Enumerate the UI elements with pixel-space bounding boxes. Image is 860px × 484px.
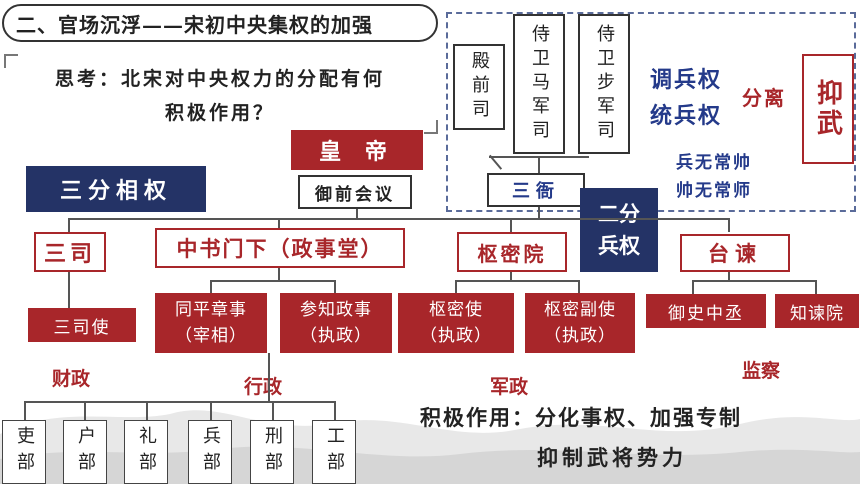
- tongping-zhangshi-box: 同平章事 （宰相）: [155, 293, 267, 353]
- connector: [728, 218, 730, 232]
- connector: [815, 280, 817, 294]
- connector: [510, 218, 512, 232]
- connector: [272, 401, 274, 423]
- domain-finance: 财政: [52, 368, 91, 390]
- connector: [538, 156, 540, 174]
- section-title: 二、官场沉浮——宋初中央集权的加强: [2, 4, 438, 42]
- connector: [210, 280, 212, 294]
- ministry-justice: 刑部: [250, 420, 294, 484]
- zhongshu-box: 中书门下（政事堂）: [155, 228, 405, 268]
- diao-bing-quan: 调兵权: [650, 67, 723, 93]
- question-text: 思考：北宋对中央权力的分配有何 积极作用？: [10, 62, 430, 130]
- conclusion-line-2: 抑制武将势力: [537, 445, 687, 470]
- emperor-box: 皇 帝: [291, 130, 423, 170]
- connector: [278, 218, 280, 232]
- yushi-zhongcheng-box: 御史中丞: [646, 294, 766, 328]
- sansi-shi-box: 三司使: [28, 308, 136, 342]
- question-line-1: 思考：北宋对中央权力的分配有何: [54, 68, 385, 90]
- connector: [538, 207, 540, 219]
- shiwei-bujun-box: 侍卫步军司: [578, 14, 630, 154]
- connector: [84, 401, 86, 423]
- sanya-box: 三衙: [487, 173, 585, 207]
- taijian-box: 台谏: [680, 234, 790, 272]
- ministry-revenue: 户部: [63, 420, 107, 484]
- shumi-yuan-box: 枢密院: [457, 232, 567, 272]
- connector: [692, 280, 816, 282]
- connector: [24, 401, 336, 403]
- imperial-council-box: 御前会议: [298, 175, 412, 209]
- connector: [455, 280, 457, 294]
- connector: [24, 401, 26, 423]
- conclusion-line-1: 积极作用：分化事权、加强专制: [420, 405, 742, 430]
- connector: [728, 272, 730, 280]
- connector: [455, 280, 579, 282]
- connector: [68, 218, 728, 220]
- connector: [268, 353, 270, 401]
- question-line-2: 积极作用？: [164, 102, 275, 124]
- shiwei-maju-box: 侍卫马军司: [513, 14, 565, 154]
- domain-supervision: 监察: [742, 360, 781, 382]
- connector: [356, 209, 358, 219]
- dianqian-si-box: 殿前司: [453, 44, 505, 130]
- shumi-fushi-box: 枢密副使 （执政）: [525, 293, 635, 353]
- bing-wu-chang-shuai: 兵无常帅: [676, 153, 752, 173]
- connector: [68, 218, 70, 232]
- three-divisions-label: 三分相权: [26, 166, 206, 212]
- yiwu-box: 抑武: [802, 54, 854, 164]
- domain-admin: 行政: [244, 376, 283, 398]
- connector: [510, 272, 512, 280]
- connector: [146, 401, 148, 423]
- ministry-rites: 礼部: [124, 420, 168, 484]
- dual-military-label: 二分 兵权: [580, 188, 658, 272]
- domain-military: 军政: [490, 376, 529, 398]
- connector: [334, 280, 336, 294]
- connector: [578, 280, 580, 294]
- connector: [68, 272, 70, 310]
- question-corner-bottom-right: [424, 120, 438, 134]
- shuai-wu-chang-shi: 帅无常师: [676, 181, 752, 201]
- ministry-war: 兵部: [188, 420, 232, 484]
- fenli-text: 分离: [742, 86, 786, 110]
- ministry-works: 工部: [312, 420, 356, 484]
- connector: [210, 280, 336, 282]
- connector: [692, 280, 694, 294]
- tong-bing-quan: 统兵权: [650, 103, 723, 129]
- connector: [278, 268, 280, 280]
- connector: [210, 401, 212, 423]
- ministry-personnel: 吏部: [2, 420, 46, 484]
- sansi-box: 三司: [34, 232, 106, 272]
- question-corner-top-left: [4, 54, 18, 68]
- shumi-shi-box: 枢密使 （执政）: [398, 293, 514, 353]
- connector: [334, 401, 336, 423]
- canzhi-zhengshi-box: 参知政事 （执政）: [280, 293, 392, 353]
- zhijian-yuan-box: 知谏院: [775, 294, 859, 328]
